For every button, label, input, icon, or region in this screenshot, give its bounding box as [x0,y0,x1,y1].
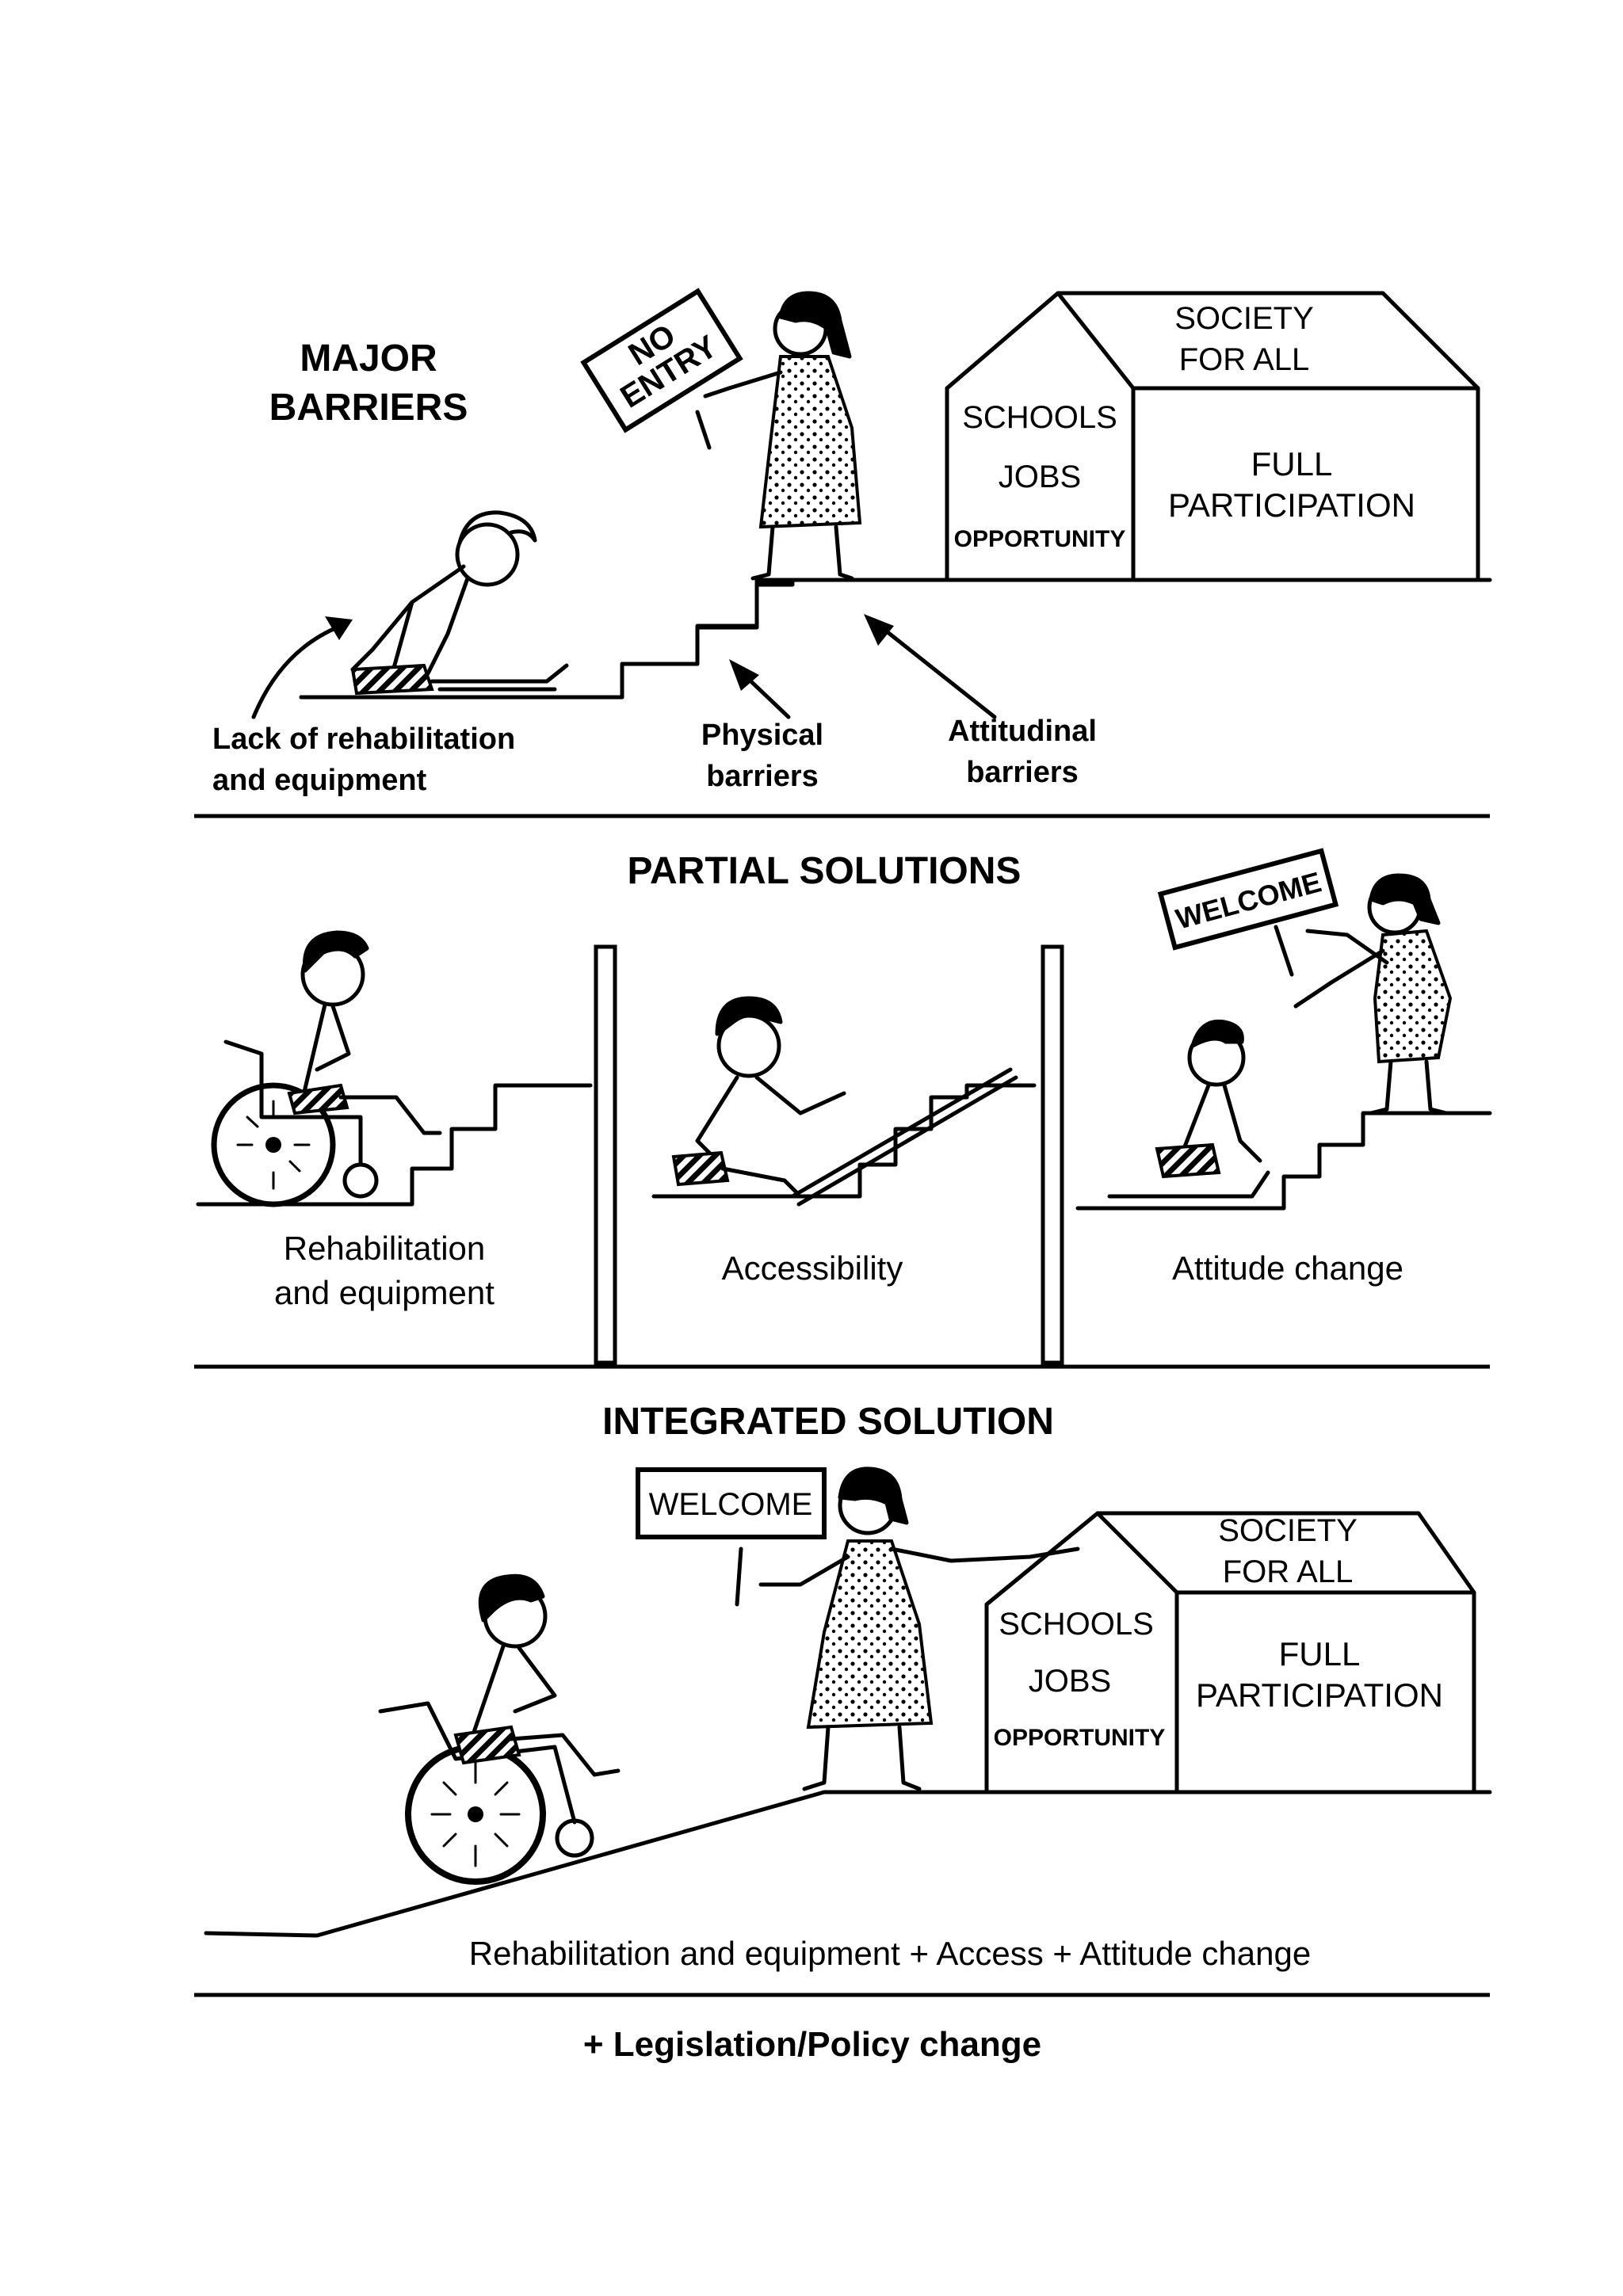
partial-solutions-heading: PARTIAL SOLUTIONS [628,850,1022,892]
text-line: and equipment [212,764,427,797]
panel-attitude-change: WELCOME Attitude change [1075,848,1492,1287]
bottom-house-jobs: JOBS [1029,1664,1111,1699]
text-line: Attitudinal [948,715,1097,748]
bottom-house-opportunity: OPPORTUNITY [994,1725,1166,1751]
major-barriers-heading: MAJOR BARRIERS [269,338,468,429]
arrow-attitudinal [877,624,997,719]
wheelchair-user-figure [378,1573,621,1885]
panel-attitude-change-label: Attitude change [1172,1249,1403,1287]
partial-solutions-section: PARTIAL SOLUTIONS Rehabilitation and equi… [196,848,1492,1365]
text-line: FOR ALL [1179,342,1310,377]
text-line: FULL [1279,1635,1361,1672]
text-line: and equipment [274,1274,495,1311]
text-line: SOCIETY [1174,301,1314,336]
arrow-rehab-head [325,616,353,640]
text-line: Rehabilitation [284,1230,486,1267]
arrow-rehab [251,624,343,719]
no-entry-sign: NOENTRY [580,288,743,433]
ramp-ground [204,1790,1492,1938]
text-line: Lack of rehabilitation [212,723,515,756]
text-line: barriers [966,756,1079,789]
text-line: FOR ALL [1223,1554,1354,1589]
panel-rehabilitation-label: Rehabilitation and equipment [274,1230,495,1311]
text-line: SOCIETY [1218,1513,1358,1548]
label-lack-of-rehab: Lack of rehabilitation and equipment [212,723,515,797]
top-house-jobs: JOBS [999,460,1081,494]
arrow-physical-head [729,659,759,691]
footer-legislation: + Legislation/Policy change [583,2025,1041,2064]
integrated-solution-section: INTEGRATED SOLUTION SOCIETY FOR ALL SCHOO… [204,1401,1492,1972]
top-house-roof-text: SOCIETY FOR ALL [1174,301,1314,377]
panel-accessibility: Accessibility [651,996,1037,1287]
label-physical-barriers: Physical barriers [701,719,823,793]
label-attitudinal-barriers: Attitudinal barriers [948,715,1097,789]
bottom-house-schools: SCHOOLS [999,1607,1154,1642]
bottom-house-roof-text: SOCIETY FOR ALL [1218,1513,1358,1589]
top-house-full-participation: FULL PARTICIPATION [1168,445,1415,524]
arrow-attitudinal-head [864,614,894,646]
text-line: MAJOR [300,338,437,379]
bottom-house-full-participation: FULL PARTICIPATION [1196,1635,1443,1714]
major-barriers-section: MAJOR BARRIERS NOENTRY [212,288,1492,797]
panel-post-2 [1041,944,1064,1365]
no-entry-sign-pole [695,410,712,450]
text-line: PARTICIPATION [1196,1676,1443,1714]
integrated-caption: Rehabilitation and equipment + Access + … [469,1935,1311,1972]
top-house-schools: SCHOOLS [962,400,1117,435]
barrier-steps [299,578,1492,700]
text-line: Physical [701,719,823,752]
text-line: BARRIERS [269,387,468,429]
panel-accessibility-label: Accessibility [722,1249,903,1287]
text-line: barriers [706,760,819,793]
panel-post-1 [594,944,617,1365]
top-house-opportunity: OPPORTUNITY [954,526,1126,552]
panel-rehabilitation: Rehabilitation and equipment [196,930,593,1311]
svg-text:WELCOME: WELCOME [649,1487,813,1522]
welcoming-woman-figure [735,1466,1080,1791]
woman-blocking-figure [703,291,862,581]
seated-person-figure [350,510,569,696]
welcome-sign-bottom: WELCOME [636,1467,827,1539]
integrated-solution-heading: INTEGRATED SOLUTION [602,1401,1054,1443]
text-line: FULL [1251,445,1333,482]
text-line: PARTICIPATION [1168,486,1415,524]
